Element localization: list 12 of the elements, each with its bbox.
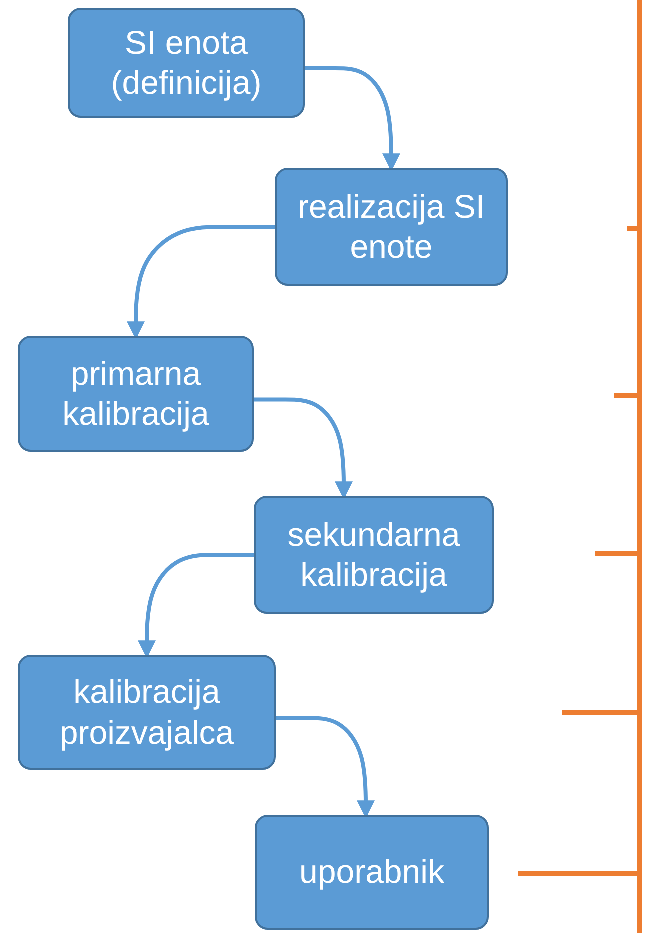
box-label: sekundarna kalibracija [286, 514, 462, 595]
process-box [275, 168, 508, 286]
box-label: SI enota (definicija) [110, 22, 263, 103]
box-label: realizacija SI enote [296, 186, 486, 267]
process-box [255, 815, 489, 930]
process-box [68, 8, 305, 118]
box-label: primarna kalibracija [62, 354, 210, 434]
box-label: kalibracija proizvajalca [58, 672, 236, 753]
process-box [18, 655, 276, 770]
process-box [254, 496, 494, 614]
process-box [18, 336, 254, 452]
box-label: uporabnik [300, 852, 444, 892]
